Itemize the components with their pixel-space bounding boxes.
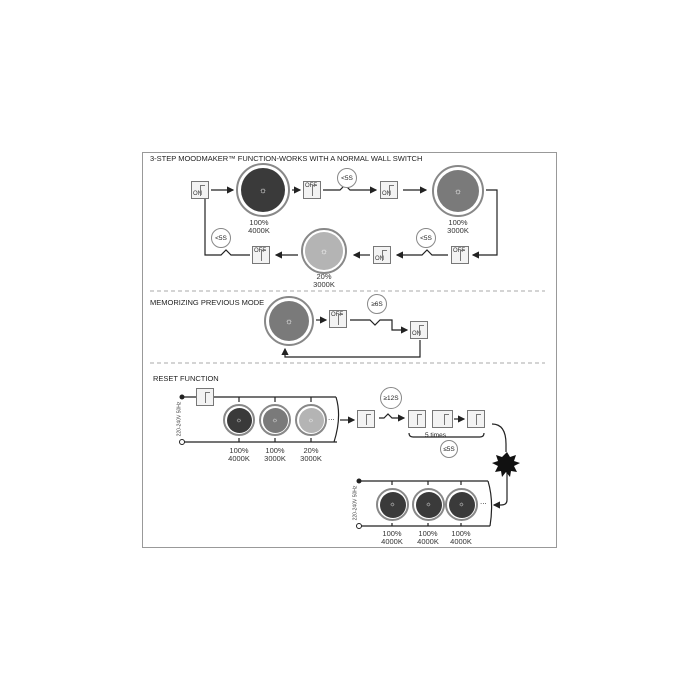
lamp: ☼ xyxy=(223,404,255,436)
wall-switch-off: OFF xyxy=(252,246,270,264)
wall-switch-on: ON xyxy=(380,181,398,199)
wall-switch-off: OFF xyxy=(303,181,321,199)
lamp: ☼ xyxy=(412,488,445,521)
wall-switch xyxy=(432,410,453,428)
ellipsis: ... xyxy=(480,497,487,506)
wall-switch xyxy=(467,410,485,428)
lamp-20-3000k: ☼ xyxy=(301,228,347,274)
lamp-label: 100%3000K xyxy=(447,218,469,235)
sun-icon: ☼ xyxy=(305,232,343,270)
timer-icon: ≤5S xyxy=(440,440,458,458)
lamp-previous-mode: ☼ xyxy=(264,296,314,346)
sun-icon: ☼ xyxy=(269,301,309,341)
wall-switch xyxy=(357,410,375,428)
wall-switch-off: OFF xyxy=(451,246,469,264)
timer-icon: ≥12S xyxy=(380,387,402,409)
lamp-100-3000k: ☼ xyxy=(432,165,484,217)
memorize-title: MEMORIZING PREVIOUS MODE xyxy=(150,298,265,307)
wall-switch xyxy=(196,388,214,406)
lamp: ☼ xyxy=(295,404,327,436)
lamp: ☼ xyxy=(259,404,291,436)
lamp-label: 20%3000K xyxy=(313,272,335,289)
lamp-label: 100%4000K xyxy=(417,529,439,546)
reset-burst-icon xyxy=(492,452,520,477)
moodmaker-title: 3-STEP MOODMAKER™ FUNCTION-WORKS WITH A … xyxy=(150,154,423,163)
wall-switch xyxy=(408,410,426,428)
sun-icon: ☼ xyxy=(437,170,479,212)
ellipsis: ... xyxy=(328,413,335,422)
lamp-label: 100%4000K xyxy=(248,218,270,235)
timer-icon: <5S xyxy=(211,228,231,248)
voltage-label: 220-240V 50Hz xyxy=(352,485,359,521)
timer-icon: <5S xyxy=(337,168,357,188)
timer-icon: <5S xyxy=(416,228,436,248)
wall-switch-on: ON xyxy=(373,246,391,264)
wall-switch-off: OFF xyxy=(329,310,347,328)
lamp: ☼ xyxy=(445,488,478,521)
lamp-label: 100%4000K xyxy=(228,446,250,463)
wall-switch-on: ON xyxy=(410,321,428,339)
wall-switch-on: ON xyxy=(191,181,209,199)
lamp-label: 100%3000K xyxy=(264,446,286,463)
lamp-label: 100%4000K xyxy=(450,529,472,546)
diagram-frame xyxy=(142,152,557,548)
lamp: ☼ xyxy=(376,488,409,521)
lamp-label: 100%4000K xyxy=(381,529,403,546)
repeat-label: 5 times xyxy=(425,432,446,439)
reset-title: RESET FUNCTION xyxy=(153,374,219,383)
voltage-label: 220-240V 50Hz xyxy=(176,401,183,437)
timer-icon: ≥6S xyxy=(367,294,387,314)
sun-icon: ☼ xyxy=(241,168,285,212)
lamp-100-4000k: ☼ xyxy=(236,163,290,217)
lamp-label: 20%3000K xyxy=(300,446,322,463)
